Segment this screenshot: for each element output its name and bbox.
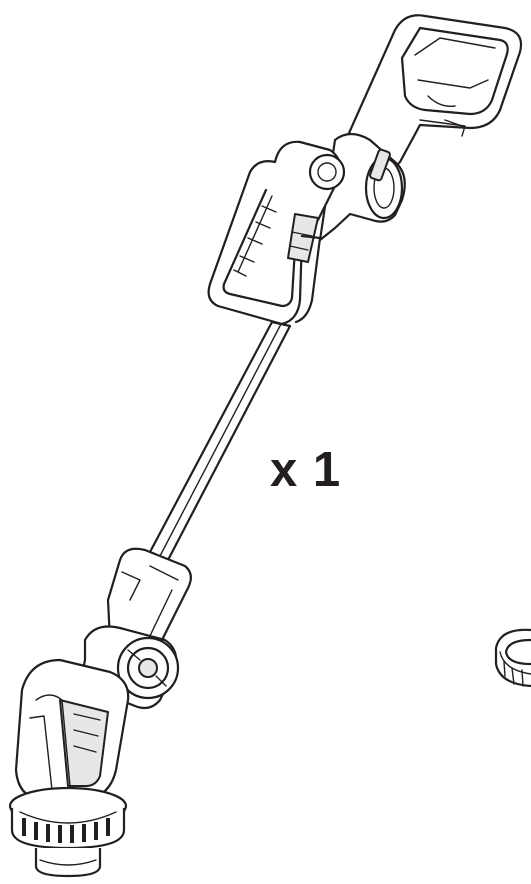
shaft (148, 320, 292, 562)
rear-handle (343, 14, 523, 192)
upper-housing (318, 119, 463, 242)
spool-housing (8, 786, 128, 878)
quantity-label: x 1 (270, 443, 342, 497)
string-trimmer-illustration (8, 14, 523, 878)
spool-cap-partial-illustration (494, 628, 531, 688)
motor-housing (14, 658, 130, 802)
front-assist-handle (207, 140, 346, 326)
